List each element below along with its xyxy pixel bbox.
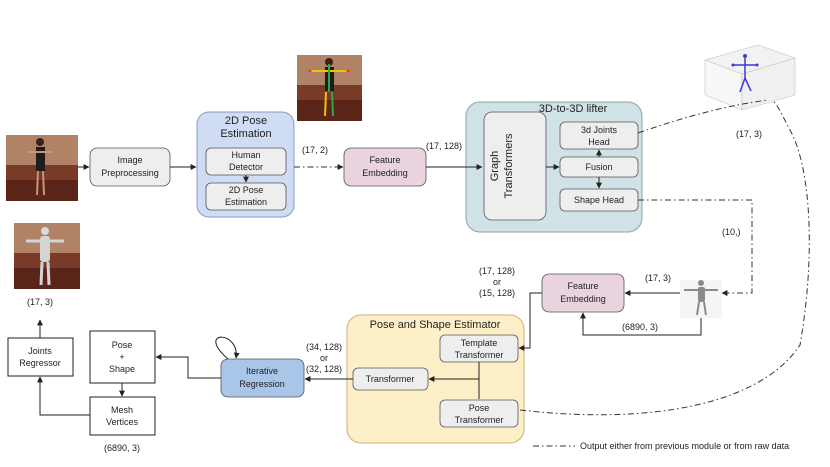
edge-label-to-estimator-2: or xyxy=(493,277,501,287)
pose2d-title-line1: 2D Pose xyxy=(225,115,267,127)
joints-head-line1: 3d Joints xyxy=(581,125,618,135)
feature-embedding-bottom-box xyxy=(541,273,625,313)
pose-transformer-line1: Pose xyxy=(469,403,490,413)
graph-transformers-box xyxy=(483,111,547,221)
pose-shape-line3: Shape xyxy=(109,364,135,374)
iterative-regression-line1: Iterative xyxy=(246,366,278,376)
graph-transformers-line2: Transformers xyxy=(503,133,515,198)
edge-label-joints-out: (17, 3) xyxy=(736,129,762,139)
mesh-vertices-line1: Mesh xyxy=(111,405,133,415)
preprocessing-line1: Image xyxy=(117,155,142,165)
pose-overlay-photo xyxy=(297,55,362,121)
skeleton-3d-plot xyxy=(704,44,796,111)
edge-label-to-regression-1: (34, 128) xyxy=(306,342,342,352)
iterative-regression-line2: Regression xyxy=(239,379,285,389)
human-detector-line1: Human xyxy=(231,150,260,160)
template-transformer-line1: Template xyxy=(461,338,498,348)
edge-label-mesh-verts-in: (6890, 3) xyxy=(622,322,658,332)
iterative-regression-box xyxy=(220,358,305,398)
input-photo xyxy=(6,135,78,201)
edge-label-final-joints: (17, 3) xyxy=(27,297,53,307)
transformer-label: Transformer xyxy=(366,374,415,384)
edge-label-shape-out: (10,) xyxy=(722,227,741,237)
preprocessing-line2: Preprocessing xyxy=(101,168,159,178)
feature-embedding-bottom-line2: Embedding xyxy=(560,294,606,304)
feature-embedding-bottom-line1: Feature xyxy=(567,281,598,291)
human-detector-line2: Detector xyxy=(229,162,263,172)
joints-regressor-line1: Joints xyxy=(28,346,52,356)
edge-label-to-estimator-1: (17, 128) xyxy=(479,266,515,276)
pose2d-inner-box xyxy=(205,182,287,211)
pose-shape-line2: + xyxy=(119,352,124,362)
pose2d-title-line2: Estimation xyxy=(220,128,271,140)
mesh-vertices-box xyxy=(89,396,156,436)
edge-label-to-estimator-3: (15, 128) xyxy=(479,288,515,298)
edge-label-to-regression-3: (32, 128) xyxy=(306,364,342,374)
pose2d-inner-line2: Estimation xyxy=(225,197,267,207)
joints-head-box xyxy=(559,121,639,150)
graph-transformers-line1: Graph xyxy=(489,151,501,182)
edge-label-after-2d: (17, 2) xyxy=(302,145,328,155)
estimator-title: Pose and Shape Estimator xyxy=(370,319,501,331)
pose-transformer-box xyxy=(439,399,519,428)
pose-shape-box xyxy=(89,330,156,384)
pose2d-inner-line1: 2D Pose xyxy=(229,185,264,195)
fusion-label: Fusion xyxy=(585,162,612,172)
template-transformer-line2: Transformer xyxy=(455,350,504,360)
edge-label-final-vertices: (6890, 3) xyxy=(104,443,140,453)
t-pose-mesh xyxy=(680,280,722,318)
joints-regressor-line2: Regressor xyxy=(19,358,61,368)
joints-head-line2: Head xyxy=(588,137,610,147)
mesh-output-photo xyxy=(14,223,80,289)
joints-regressor-box xyxy=(7,337,74,377)
feature-embedding-top-line1: Feature xyxy=(369,155,400,165)
shape-head-label: Shape Head xyxy=(574,195,624,205)
pose-shape-line1: Pose xyxy=(112,340,133,350)
edge-label-to-regression-2: or xyxy=(320,353,328,363)
edge-label-mesh-to-embedding: (17, 3) xyxy=(645,273,671,283)
legend-label: Output either from previous module or fr… xyxy=(580,441,789,451)
pose-transformer-line2: Transformer xyxy=(455,415,504,425)
lifter-title: 3D-to-3D lifter xyxy=(539,103,608,115)
edge-label-after-embedding: (17, 128) xyxy=(426,141,462,151)
mesh-vertices-line2: Vertices xyxy=(106,417,139,427)
feature-embedding-top-box xyxy=(343,147,427,187)
feature-embedding-top-line2: Embedding xyxy=(362,168,408,178)
preprocessing-box xyxy=(89,147,171,187)
